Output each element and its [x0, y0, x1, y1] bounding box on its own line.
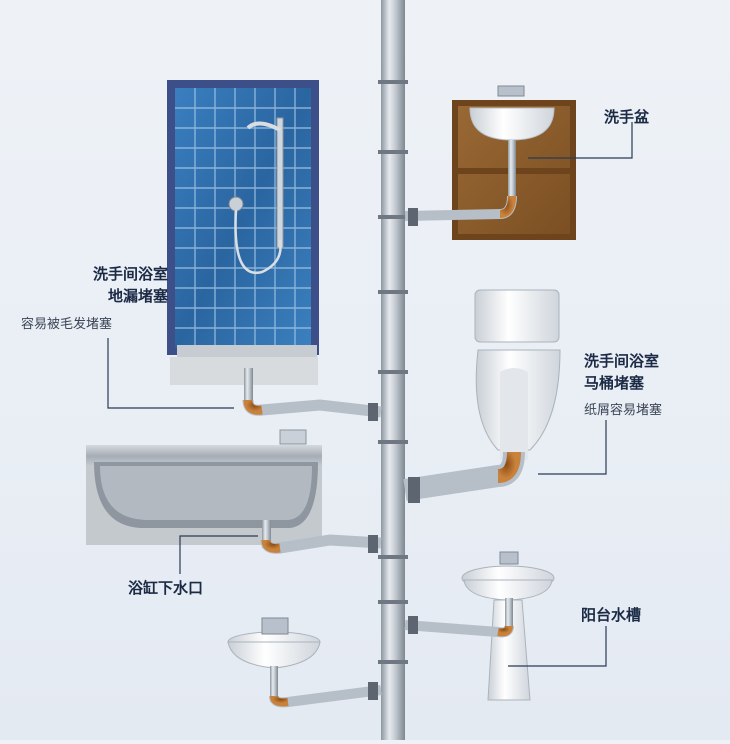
floor-drain-pipe [242, 368, 382, 421]
note-toilet: 纸屑容易堵塞 [584, 403, 663, 418]
note-floor-drain: 容易被毛发堵塞 [21, 317, 113, 332]
shower-wall [167, 80, 319, 385]
label-floor-drain-line1: 洗手间浴室 [92, 265, 168, 283]
label-toilet-line1: 洗手间浴室 [584, 352, 660, 370]
label-bathtub: 浴缸下水口 [128, 579, 204, 597]
label-washbasin: 洗手盆 [604, 108, 650, 126]
balcony-sink [461, 551, 555, 701]
washbasin-drain-pipe [404, 140, 517, 226]
leader-line-balcony [508, 626, 607, 667]
bathtub [86, 429, 322, 545]
leader-lines [107, 122, 633, 667]
label-balcony-sink: 阳台水槽 [581, 606, 642, 624]
balcony-sink-drain-pipe [404, 598, 514, 638]
toilet-drain-pipe [403, 451, 525, 503]
leader-line-toilet [538, 420, 607, 475]
label-floor-drain-line2: 地漏堵塞 [107, 287, 168, 305]
bathtub-drain-pipe [260, 520, 382, 554]
leader-line-washbasin [528, 122, 633, 159]
leader-line-bathtub [179, 535, 258, 574]
lower-basin [227, 617, 321, 669]
lower-basin-drain-pipe [269, 666, 382, 708]
shower-head-icon [228, 117, 284, 275]
label-toilet-line2: 马桶堵塞 [584, 374, 645, 392]
main-drain-stack [378, 0, 408, 740]
toilet [474, 289, 561, 460]
leader-line-floor-drain [107, 338, 234, 409]
